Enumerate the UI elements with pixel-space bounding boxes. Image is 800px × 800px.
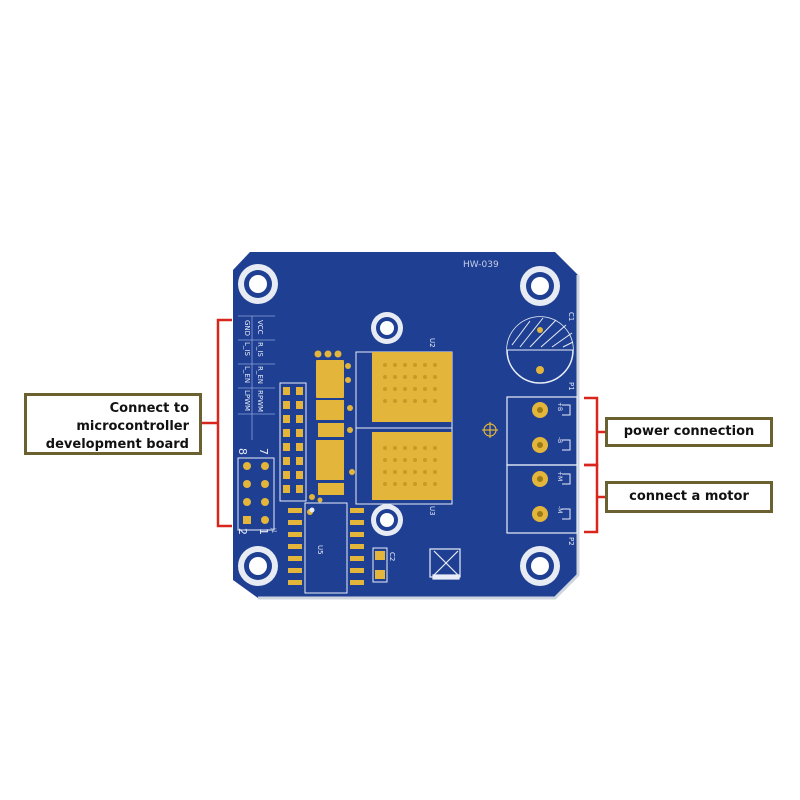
header-number-8: 8 (236, 448, 249, 455)
terminal-label-plus-m: +M (556, 471, 563, 481)
pin-label-vcc: VCC (256, 320, 264, 335)
pin-label-l-en: L_EN (243, 366, 251, 383)
mounting-hole-bottom-right (520, 546, 560, 586)
header-label-grid (238, 315, 275, 440)
p2-label: P2 (567, 537, 575, 546)
terminal-block-p2: P2 +M -M (506, 464, 578, 546)
terminal-label-minus-b: -B (556, 437, 563, 443)
mounting-hole-center-bottom (371, 504, 403, 536)
pin-label-rpwm: RPWM (256, 390, 264, 412)
c1-label: C1 (567, 312, 575, 321)
smd-resistor-array (279, 382, 307, 502)
pin-label-r-en: R_EN (256, 366, 264, 384)
ic-u5: U5 (288, 502, 364, 594)
pin-label-gnd: GND (243, 320, 251, 336)
u2-thermal-vias (383, 363, 437, 403)
pin-label-l-is: L_IS (243, 342, 251, 356)
mounting-hole-top-left (238, 264, 278, 304)
alignment-mark-icon (482, 422, 498, 438)
header-number-7: 7 (257, 448, 270, 455)
pin-label-lpwm: LPWM (243, 390, 251, 411)
callout-mcu-connection: Connect to microcontroller development b… (24, 393, 202, 455)
u2-label: U2 (428, 338, 436, 348)
pin-label-r-is: R_IS (256, 342, 264, 357)
terminal-label-plus-b: +B (556, 402, 563, 411)
weee-bin-icon (429, 548, 461, 580)
header-pin-labels: VCC GND R_IS L_IS R_EN L_EN RPWM LPWM (243, 320, 264, 412)
capacitor-c1: C1 (506, 312, 575, 384)
mounting-hole-center-top (371, 312, 403, 344)
callout-mcu-line-3: development board (45, 437, 189, 452)
bracket-motor (584, 463, 605, 534)
u3-label: U3 (428, 506, 436, 516)
pin-header (237, 457, 275, 531)
bracket-power (584, 396, 605, 467)
callout-motor-label: connect a motor (629, 489, 749, 504)
u5-label: U5 (316, 545, 324, 555)
callout-power-label: power connection (623, 424, 755, 439)
p1-label: P1 (567, 382, 575, 391)
mosfet-u2: U2 (355, 338, 453, 429)
terminal-label-minus-m: -M (556, 506, 563, 513)
header-number-1: 1 (257, 528, 270, 535)
pcb-board (233, 252, 578, 598)
callout-mcu-line-1: Connect to (109, 401, 189, 416)
callout-mcu-line-2: microcontroller (76, 419, 189, 434)
callout-power-connection: power connection (605, 417, 773, 447)
header-number-2: 2 (236, 528, 249, 535)
board-model-label: HW-039 (463, 260, 499, 270)
capacitor-c2: C2 (372, 547, 396, 583)
callout-motor-connection: connect a motor (605, 481, 773, 513)
u3-thermal-vias (383, 446, 437, 486)
bracket-mcu-header (202, 318, 232, 528)
mosfet-u3: U3 (355, 427, 453, 516)
mounting-hole-bottom-left (238, 546, 278, 586)
c2-label: C2 (388, 552, 396, 561)
mounting-hole-top-right (520, 266, 560, 306)
smd-pad-stack (307, 350, 355, 515)
